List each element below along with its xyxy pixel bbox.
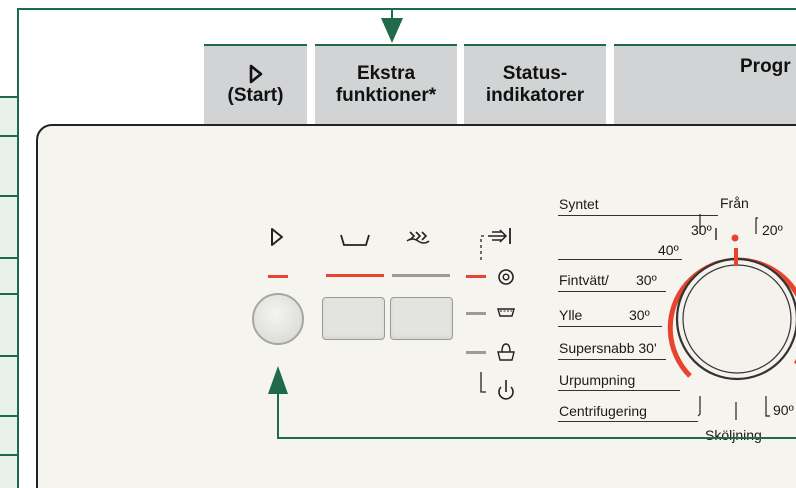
extra-pointer-line	[391, 9, 393, 21]
frame-left-line	[17, 8, 19, 98]
program-label-ylle: Ylle	[559, 307, 583, 323]
dial-temp-40: 40º	[658, 242, 679, 258]
start-pointer-horizontal	[277, 437, 796, 439]
program-label-centrifugering: Centrifugering	[559, 403, 647, 419]
dial-off-label: Från	[720, 195, 749, 211]
program-underline-40	[558, 259, 682, 260]
tab-program-label: Progr	[740, 56, 791, 77]
start-led	[268, 275, 288, 278]
status-column-icons	[480, 228, 515, 400]
tab-start-label: (Start)	[227, 84, 284, 106]
up-arrow-icon	[268, 366, 288, 394]
program-dial[interactable]	[640, 206, 796, 446]
extra-button-1[interactable]	[322, 297, 385, 340]
tab-extra-line2: funktioner*	[335, 85, 437, 106]
extra-button-2[interactable]	[390, 297, 453, 340]
tab-start[interactable]: (Start)	[204, 44, 307, 124]
tab-program[interactable]: Progr	[614, 44, 796, 124]
tab-status-line2: indikatorer	[485, 85, 585, 106]
status-led-spin	[466, 275, 486, 278]
program-temp-fintvatt: 30º	[636, 272, 657, 288]
basin-icon	[340, 234, 370, 246]
start-icon	[271, 228, 283, 246]
start-button[interactable]	[252, 293, 304, 345]
dial-temp-90: 90º	[773, 402, 794, 418]
program-underline-centrifugering	[558, 421, 698, 422]
tab-extra-line1: Ekstra	[356, 63, 416, 84]
dial-temp-20: 20º	[762, 222, 783, 238]
dial-bottom-label: Sköljning	[705, 427, 762, 443]
tab-status-indicators[interactable]: Status- indikatorer	[464, 44, 606, 124]
extra-led-1	[326, 274, 384, 277]
program-underline-urpumpning	[558, 390, 680, 391]
program-label-urpumpning: Urpumpning	[559, 372, 636, 388]
program-label-supersnabb: Supersnabb 30'	[559, 340, 657, 356]
status-led-rinse	[466, 312, 486, 315]
program-label-fintvatt: Fintvätt/	[559, 272, 609, 288]
program-underline-supersnabb	[558, 359, 666, 360]
program-underline-ylle	[558, 326, 662, 327]
side-table	[0, 96, 19, 488]
dial-temp-30: 30º	[691, 222, 712, 238]
program-underline-fintvatt	[558, 291, 666, 292]
program-label-syntet: Syntet	[559, 196, 599, 212]
program-temp-ylle: 30º	[629, 307, 650, 323]
program-underline-syntet	[558, 215, 718, 216]
down-arrow-icon	[381, 18, 403, 43]
speed-icon	[406, 231, 430, 244]
extra-led-2	[392, 274, 450, 277]
start-pointer-vertical	[277, 392, 279, 439]
start-triangle-icon	[249, 64, 262, 83]
frame-top-line	[17, 8, 796, 10]
status-led-wash	[466, 351, 486, 354]
tab-status-line1: Status-	[502, 63, 568, 84]
tab-extra-functions[interactable]: Ekstra funktioner*	[315, 44, 457, 124]
